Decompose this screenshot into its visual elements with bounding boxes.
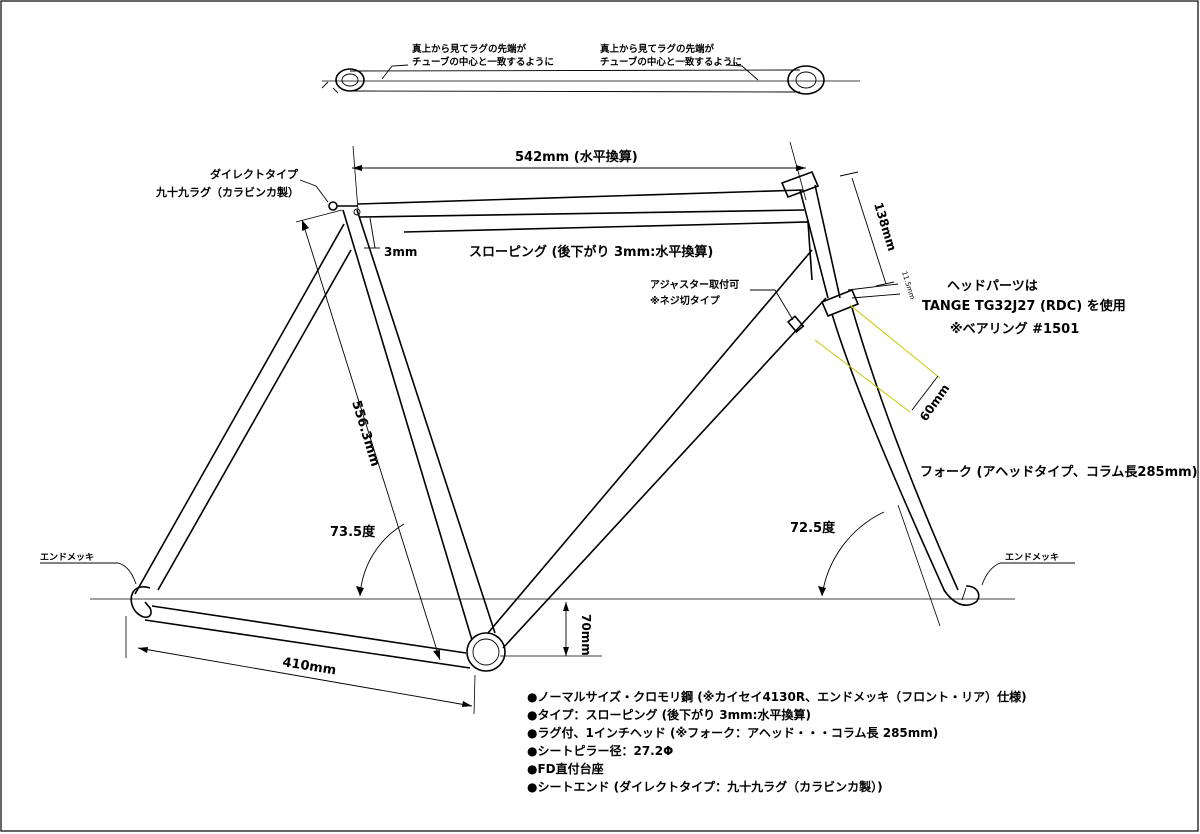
top-view-right-lug-inner <box>795 71 817 89</box>
head-angle-label: 72.5度 <box>790 520 836 536</box>
spec-item: ●タイプ：スローピング (後下がり 3mm:水平換算) <box>527 707 811 722</box>
dim-stack-small-label: 11.5mm <box>900 270 916 300</box>
top-view-left-note-2: チューブの中心と一致するように <box>412 56 554 68</box>
down-tube-upper-edge <box>487 249 813 634</box>
chain-stay-upper-edge <box>151 605 467 654</box>
dim-seat-tube: 556.3mm <box>295 209 441 661</box>
adjuster-note-2: ※ネジ切タイプ <box>650 294 721 307</box>
head-tube-rear-edge <box>799 189 829 299</box>
spec-list: ●ノーマルサイズ・クロモリ鋼 (※カイセイ4130R、エンドメッキ（フロント・リ… <box>527 689 1027 794</box>
top-view-tube-lower <box>349 90 801 93</box>
dim-top-tube-label: 542mm (水平換算) <box>515 149 638 165</box>
seat-axis-top-extension <box>352 145 359 211</box>
head-tube-front-edge <box>814 184 841 299</box>
top-view-left-lug <box>335 68 365 92</box>
dim-3mm-label: 3mm <box>384 245 417 259</box>
spec-item: ●ラグ付、1インチヘッド (※フォーク：アヘッド・・・コラム長 285mm) <box>527 725 938 740</box>
bicycle-frame <box>130 170 980 672</box>
adjuster-boss <box>786 315 805 334</box>
spec-item: ●シートピラー径：27.2Φ <box>527 743 673 758</box>
end-plating-left: エンドメッキ <box>40 552 94 563</box>
rear-dropout <box>130 586 152 619</box>
seat-stay-inner-edge <box>157 249 352 591</box>
dim-fork-offset-label: 60mm <box>917 382 952 424</box>
fork-blade-front <box>831 313 946 593</box>
end-plating-right-leader <box>981 562 1001 586</box>
dim-head-tube-label: 138mm <box>871 201 899 253</box>
bottom-bracket-shell <box>466 632 506 672</box>
direct-type-leader <box>299 179 329 203</box>
steering-axis-bottom-extension <box>897 504 941 627</box>
spec-item: ●ノーマルサイズ・クロモリ鋼 (※カイセイ4130R、エンドメッキ（フロント・リ… <box>527 689 1027 704</box>
top-view-left-leader <box>381 64 409 80</box>
top-view-left-lug-inner <box>341 73 359 87</box>
kujukuku-lug-label: 九十九ラグ（カラビンカ製） <box>155 185 299 199</box>
dim-bb-drop-label: 70mm <box>579 614 593 656</box>
steering-axis-top-extension <box>789 141 807 201</box>
dim-seat-tube-label: 556.3mm <box>348 399 382 469</box>
dim-bb-drop: 70mm <box>500 602 602 657</box>
headparts-note-3: ※ベアリング #1501 <box>950 321 1079 337</box>
top-view-tube-upper <box>349 69 801 72</box>
spec-item: ●FD直付台座 <box>527 761 604 776</box>
dim-sloping-3mm: 3mm <box>364 217 417 259</box>
top-view-right-note-2: チューブの中心と一致するように <box>600 56 742 68</box>
top-view-right-lug <box>787 65 825 95</box>
end-plating-right: エンドメッキ <box>1005 552 1059 563</box>
dim-head-tube: 138mm <box>839 171 899 287</box>
seat-lug-direct-end <box>328 201 338 211</box>
top-view-right-note-1: 真上から見てラグの先端が <box>600 43 715 55</box>
top-view-right-leader <box>727 64 759 81</box>
adjuster-note-1: アジャスター取付可 <box>650 278 739 291</box>
seat-tube-right-edge <box>356 209 496 634</box>
sloping-note: スローピング (後下がり 3mm:水平換算) <box>469 244 713 260</box>
spec-item: ●シートエンド (ダイレクトタイプ：九十九ラグ（カラビンカ製）) <box>527 779 883 794</box>
headparts-note-2: TANGE TG32J27 (RDC) を使用 <box>922 298 1126 314</box>
headset-lower-cup <box>820 288 860 318</box>
fork-blade-rear <box>851 307 959 591</box>
down-tube-lower-edge <box>502 297 827 649</box>
bottom-bracket-inner <box>472 638 500 666</box>
top-view: 真上から見てラグの先端が チューブの中心と一致するように 真上から見てラグの先端… <box>321 43 860 95</box>
direct-type-label: ダイレクトタイプ <box>210 167 299 181</box>
headset-upper-cup <box>780 170 820 199</box>
seat-tube-left-edge <box>342 209 473 641</box>
headparts-note-1: ヘッドパーツは <box>947 279 1038 294</box>
front-dropout <box>943 585 980 606</box>
dim-head-angle: 72.5度 <box>790 511 885 597</box>
fork-description: フォーク (アヘッドタイプ、コラム長285mm) <box>920 465 1198 480</box>
dim-stack-small: 11.5mm <box>847 270 916 301</box>
chain-stay-lower-edge <box>144 619 471 669</box>
top-tube-upper-edge <box>357 189 804 205</box>
top-tube-lower-edge <box>359 209 805 218</box>
seat-stay-outer-edge <box>134 223 345 595</box>
seat-angle-label: 73.5度 <box>330 524 376 540</box>
end-plating-left-leader <box>117 562 137 585</box>
top-view-left-note-1: 真上から見てラグの先端が <box>412 43 527 55</box>
adjuster-leader <box>750 289 794 321</box>
dim-chainstay-label: 410mm <box>281 655 337 678</box>
dim-top-tube: 542mm (水平換算) <box>352 149 806 171</box>
dim-seat-angle: 73.5度 <box>330 523 405 597</box>
dim-chainstay: 410mm <box>125 616 476 715</box>
